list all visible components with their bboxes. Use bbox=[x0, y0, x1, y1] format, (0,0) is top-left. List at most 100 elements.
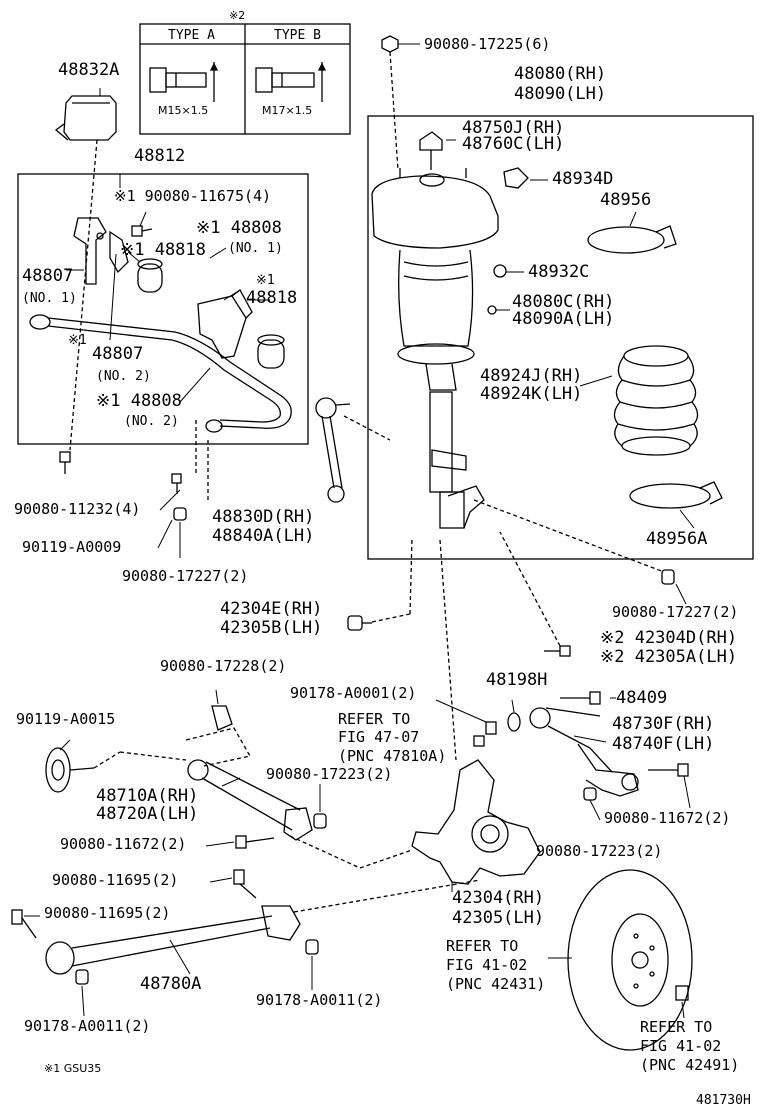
part-90119-a0009[interactable]: 90119-A0009 bbox=[22, 538, 122, 556]
part-90178-a0011-b[interactable]: 90178-A0011(2) bbox=[256, 991, 383, 1009]
part-48720a[interactable]: 48720A(LH) bbox=[96, 804, 199, 824]
part-48080c[interactable]: 48080C(RH) bbox=[512, 292, 615, 312]
part-90080-11672-b[interactable]: 90080-11672(2) bbox=[60, 835, 187, 853]
bolt-90080-11695b-icon bbox=[11, 909, 37, 939]
part-42305[interactable]: 42305(LH) bbox=[452, 908, 545, 928]
part-48932c[interactable]: 48932C bbox=[528, 262, 590, 282]
part-42304d[interactable]: ※2 42304D(RH) bbox=[600, 628, 738, 648]
part-48730f[interactable]: 48730F(RH) bbox=[612, 714, 715, 734]
bracket-90080-17228-icon bbox=[211, 705, 233, 731]
refer-41-02-a-line1: REFER TO bbox=[446, 937, 519, 955]
cap-48750j-icon bbox=[419, 131, 443, 170]
refer-41-02-a-line2[interactable]: FIG 41-02 bbox=[446, 956, 528, 974]
refer-47-07-line2[interactable]: FIG 47-07 bbox=[338, 728, 420, 746]
brake-disc-icon bbox=[567, 869, 693, 1051]
nut-48934d-icon bbox=[503, 167, 529, 189]
part-48409[interactable]: 48409 bbox=[616, 688, 668, 708]
bolt-disc-icon bbox=[675, 985, 689, 1001]
air-spring-strut-icon bbox=[371, 168, 499, 529]
bracket-48808-no1-icon bbox=[109, 230, 129, 274]
nut-90119-a0009-icon bbox=[171, 473, 182, 494]
part-48956[interactable]: 48956 bbox=[600, 190, 652, 210]
nut-90178-a0011b-icon bbox=[305, 939, 319, 955]
bracket-48832a-icon bbox=[54, 95, 117, 141]
type-b-title: TYPE B bbox=[274, 28, 321, 43]
part-48818-b-mark: ※1 bbox=[256, 273, 275, 288]
part-90178-a0011-a[interactable]: 90178-A0011(2) bbox=[24, 1017, 151, 1035]
bushing-48818b-icon bbox=[257, 334, 285, 369]
part-48080[interactable]: 48080(RH) bbox=[514, 64, 607, 84]
part-42304[interactable]: 42304(RH) bbox=[452, 888, 545, 908]
part-90080-11232[interactable]: 90080-11232(4) bbox=[14, 500, 141, 518]
part-90080-17228[interactable]: 90080-17228(2) bbox=[160, 657, 287, 675]
part-48807-no2[interactable]: 48807 bbox=[92, 344, 144, 364]
nut-90178-a0001b-icon bbox=[473, 735, 485, 747]
stabilizer-link-icon bbox=[315, 397, 351, 503]
nut-90080-17227b-icon bbox=[661, 569, 675, 585]
refer-41-02-b-line2[interactable]: FIG 41-02 bbox=[640, 1037, 722, 1055]
part-48740f[interactable]: 48740F(LH) bbox=[612, 734, 715, 754]
bolt-90080-11695a-icon bbox=[233, 869, 257, 899]
part-48934d[interactable]: 48934D bbox=[552, 169, 614, 189]
part-48812[interactable]: 48812 bbox=[134, 146, 186, 166]
part-48956a[interactable]: 48956A bbox=[646, 529, 708, 549]
part-48818-a[interactable]: ※1 48818 bbox=[120, 240, 206, 260]
part-48924j[interactable]: 48924J(RH) bbox=[480, 366, 583, 386]
part-90080-17223-b[interactable]: 90080-17223(2) bbox=[536, 842, 663, 860]
part-90080-17223-a[interactable]: 90080-17223(2) bbox=[266, 765, 393, 783]
part-48924k[interactable]: 48924K(LH) bbox=[480, 384, 583, 404]
bolt-type-table bbox=[139, 23, 351, 135]
part-90080-11695-b[interactable]: 90080-11695(2) bbox=[44, 904, 171, 922]
part-42305a[interactable]: ※2 42305A(LH) bbox=[600, 647, 738, 667]
part-48807-no1-sub: (NO. 1) bbox=[22, 291, 77, 306]
part-90080-11695-a[interactable]: 90080-11695(2) bbox=[52, 871, 179, 889]
part-48807-no1[interactable]: 48807 bbox=[22, 266, 74, 286]
part-90080-17227-b[interactable]: 90080-17227(2) bbox=[612, 603, 739, 621]
part-48832a[interactable]: 48832A bbox=[58, 60, 120, 80]
part-48780a[interactable]: 48780A bbox=[140, 974, 202, 994]
part-90178-a0001[interactable]: 90178-A0001(2) bbox=[290, 684, 417, 702]
part-48760c[interactable]: 48760C(LH) bbox=[462, 134, 565, 154]
refer-47-07-line1: REFER TO bbox=[338, 710, 411, 728]
part-90119-a0015[interactable]: 90119-A0015 bbox=[16, 710, 116, 728]
part-48198h[interactable]: 48198H bbox=[486, 670, 548, 690]
part-48807-no2-mark: ※1 bbox=[68, 333, 87, 348]
washer-90119-a0015-icon bbox=[45, 747, 95, 793]
bolt-42304d-icon bbox=[544, 645, 571, 657]
washer-48932c-icon bbox=[493, 264, 507, 278]
bolt-90080-11672a-icon bbox=[648, 763, 689, 777]
part-48090a[interactable]: 48090A(LH) bbox=[512, 309, 615, 329]
bracket-48807-no2-icon bbox=[197, 295, 247, 359]
part-48710a[interactable]: 48710A(RH) bbox=[96, 786, 199, 806]
refer-41-02-b-line1: REFER TO bbox=[640, 1018, 713, 1036]
part-48090[interactable]: 48090(LH) bbox=[514, 84, 607, 104]
knuckle-42304-icon bbox=[411, 759, 541, 885]
part-90080-11675[interactable]: ※1 90080-11675(4) bbox=[114, 187, 272, 205]
lower-arm-48780a-icon bbox=[45, 905, 301, 975]
nut-90080-17223a-icon bbox=[313, 813, 327, 829]
part-42305b[interactable]: 42305B(LH) bbox=[220, 618, 323, 638]
part-48818-b[interactable]: 48818 bbox=[246, 288, 298, 308]
part-42304e[interactable]: 42304E(RH) bbox=[220, 599, 323, 619]
nut-90178-a0001-icon bbox=[485, 721, 497, 735]
part-48808-no1[interactable]: ※1 48808 bbox=[196, 218, 282, 238]
stabilizer-bar-icon bbox=[29, 314, 292, 433]
lower-arm-48710a-icon bbox=[187, 759, 313, 841]
part-48808-no2[interactable]: ※1 48808 bbox=[96, 391, 182, 411]
bracket-48807-no1-icon bbox=[73, 217, 107, 285]
part-90080-17227-a[interactable]: 90080-17227(2) bbox=[122, 567, 249, 585]
nut-90178-a0011a-icon bbox=[75, 969, 89, 985]
part-90080-11672-a[interactable]: 90080-11672(2) bbox=[604, 809, 731, 827]
o-ring-icon bbox=[487, 305, 497, 315]
bushing-48818-icon bbox=[137, 258, 163, 293]
part-90080-17225[interactable]: 90080-17225(6) bbox=[424, 35, 551, 53]
part-48750j[interactable]: 48750J(RH) bbox=[462, 118, 565, 138]
part-48840a[interactable]: 48840A(LH) bbox=[212, 526, 315, 546]
bolt-90080-11672b-icon bbox=[235, 835, 275, 849]
part-48830d[interactable]: 48830D(RH) bbox=[212, 507, 315, 527]
refer-47-07-line3: (PNC 47810A) bbox=[338, 747, 447, 765]
strut-group-box bbox=[367, 115, 754, 560]
washer-48198h-icon bbox=[507, 712, 521, 732]
